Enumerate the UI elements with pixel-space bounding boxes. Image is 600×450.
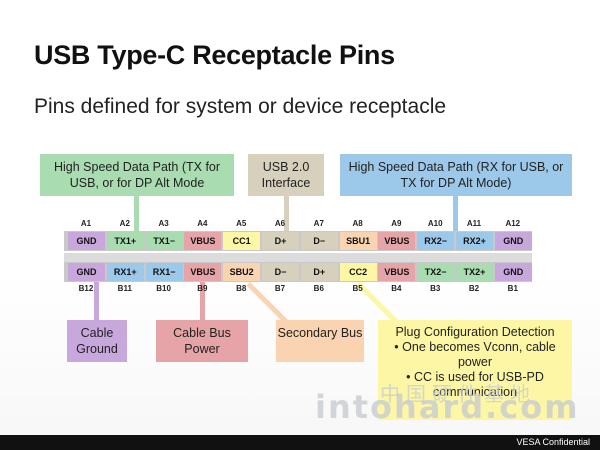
top-pin-number-a6: A6	[274, 219, 286, 228]
watermark: intohard.com	[315, 388, 580, 426]
bottom-pin-number-b11: B11	[117, 284, 132, 293]
bottom-pin-9: VBUS	[378, 263, 416, 281]
callout-plug-configuration: Plug Configuration Detection • One becom…	[378, 320, 572, 420]
callout-cable-bus-power: Cable Bus Power	[156, 320, 248, 362]
bottom-pin-number-b2: B2	[468, 284, 480, 293]
slide-subtitle: Pins defined for system or device recept…	[34, 95, 447, 118]
top-pin-2: TX1+	[106, 232, 144, 250]
bottom-pin-number-b4: B4	[391, 284, 402, 293]
callout-secondary-bus: Secondary Bus	[276, 320, 364, 362]
footer-confidential: VESA Confidential	[516, 437, 590, 447]
top-pin-3: TX1−	[145, 232, 183, 250]
top-pin-number-a4: A4	[197, 219, 208, 228]
bottom-pin-7: D+	[300, 263, 338, 281]
bottom-pin-6: D−	[262, 263, 299, 281]
plug-config-bullet-1: • One becomes Vconn, cable power	[394, 340, 556, 369]
connector-hs-tx	[134, 196, 139, 232]
bottom-pin-4: VBUS	[184, 263, 222, 281]
watermark-chinese: 中国硬件基地	[380, 384, 536, 406]
plug-config-bullet-2: • CC is used for USB-PD communication	[406, 370, 544, 399]
top-pin-number-a9: A9	[391, 219, 402, 228]
bottom-pin-number-b12: B12	[78, 284, 94, 293]
bottom-pin-10: TX2−	[417, 263, 455, 281]
bottom-pin-number-b10: B10	[156, 284, 171, 293]
top-pin-4: VBUS	[184, 232, 222, 250]
connector-hs-rx	[453, 196, 458, 232]
callout-high-speed-tx: High Speed Data Path (TX for USB, or for…	[40, 154, 234, 196]
bottom-pin-number-b6: B6	[313, 284, 324, 293]
receptacle-tongue	[64, 253, 532, 264]
top-pin-number-a8: A8	[352, 219, 363, 228]
connector-usb2	[284, 196, 289, 232]
top-pin-number-a11: A11	[466, 219, 482, 228]
top-pin-6: D+	[262, 232, 299, 250]
top-pin-12: GND	[494, 232, 532, 250]
top-pin-1: GND	[68, 232, 105, 250]
top-pin-9: VBUS	[378, 232, 416, 250]
top-pin-number-a7: A7	[313, 219, 324, 228]
callout-high-speed-rx: High Speed Data Path (RX for USB, or TX …	[340, 154, 572, 196]
top-pin-number-a1: A1	[80, 219, 92, 228]
bottom-pin-number-b1: B1	[507, 284, 518, 293]
bottom-pin-number-b7: B7	[274, 284, 286, 293]
callout-usb2-interface: USB 2.0 Interface	[248, 154, 324, 196]
bottom-pin-11: TX2+	[456, 263, 493, 281]
top-pin-number-a10: A10	[427, 219, 443, 228]
connector-cable-power	[200, 282, 205, 322]
top-pin-number-a2: A2	[119, 219, 130, 228]
footer-bar	[0, 435, 600, 450]
slide-title: USB Type-C Receptacle Pins	[34, 40, 395, 70]
plug-config-title: Plug Configuration Detection	[395, 325, 555, 339]
bottom-pin-2: RX1+	[106, 263, 144, 281]
top-pin-8: SBU1	[339, 232, 377, 250]
top-pin-number-a3: A3	[158, 219, 169, 228]
bottom-pin-8: CC2	[339, 263, 377, 281]
bottom-pin-3: RX1−	[145, 263, 183, 281]
callout-cable-ground: Cable Ground	[67, 320, 127, 362]
bottom-pin-1: GND	[68, 263, 105, 281]
bottom-pin-number-b3: B3	[430, 284, 441, 293]
bottom-pin-number-b9: B9	[197, 284, 208, 293]
top-pin-10: RX2−	[417, 232, 455, 250]
bottom-pin-number-b5: B5	[352, 284, 363, 293]
connector-cable-ground	[94, 282, 99, 322]
top-pin-number-a12: A12	[505, 219, 521, 228]
bottom-pin-number-b8: B8	[236, 284, 247, 293]
top-pin-5: CC1	[223, 232, 261, 250]
top-pin-number-a5: A5	[236, 219, 247, 228]
bottom-pin-5: SBU2	[223, 263, 261, 281]
top-pin-11: RX2+	[456, 232, 493, 250]
top-pin-7: D−	[300, 232, 338, 250]
bottom-pin-12: GND	[494, 263, 532, 281]
